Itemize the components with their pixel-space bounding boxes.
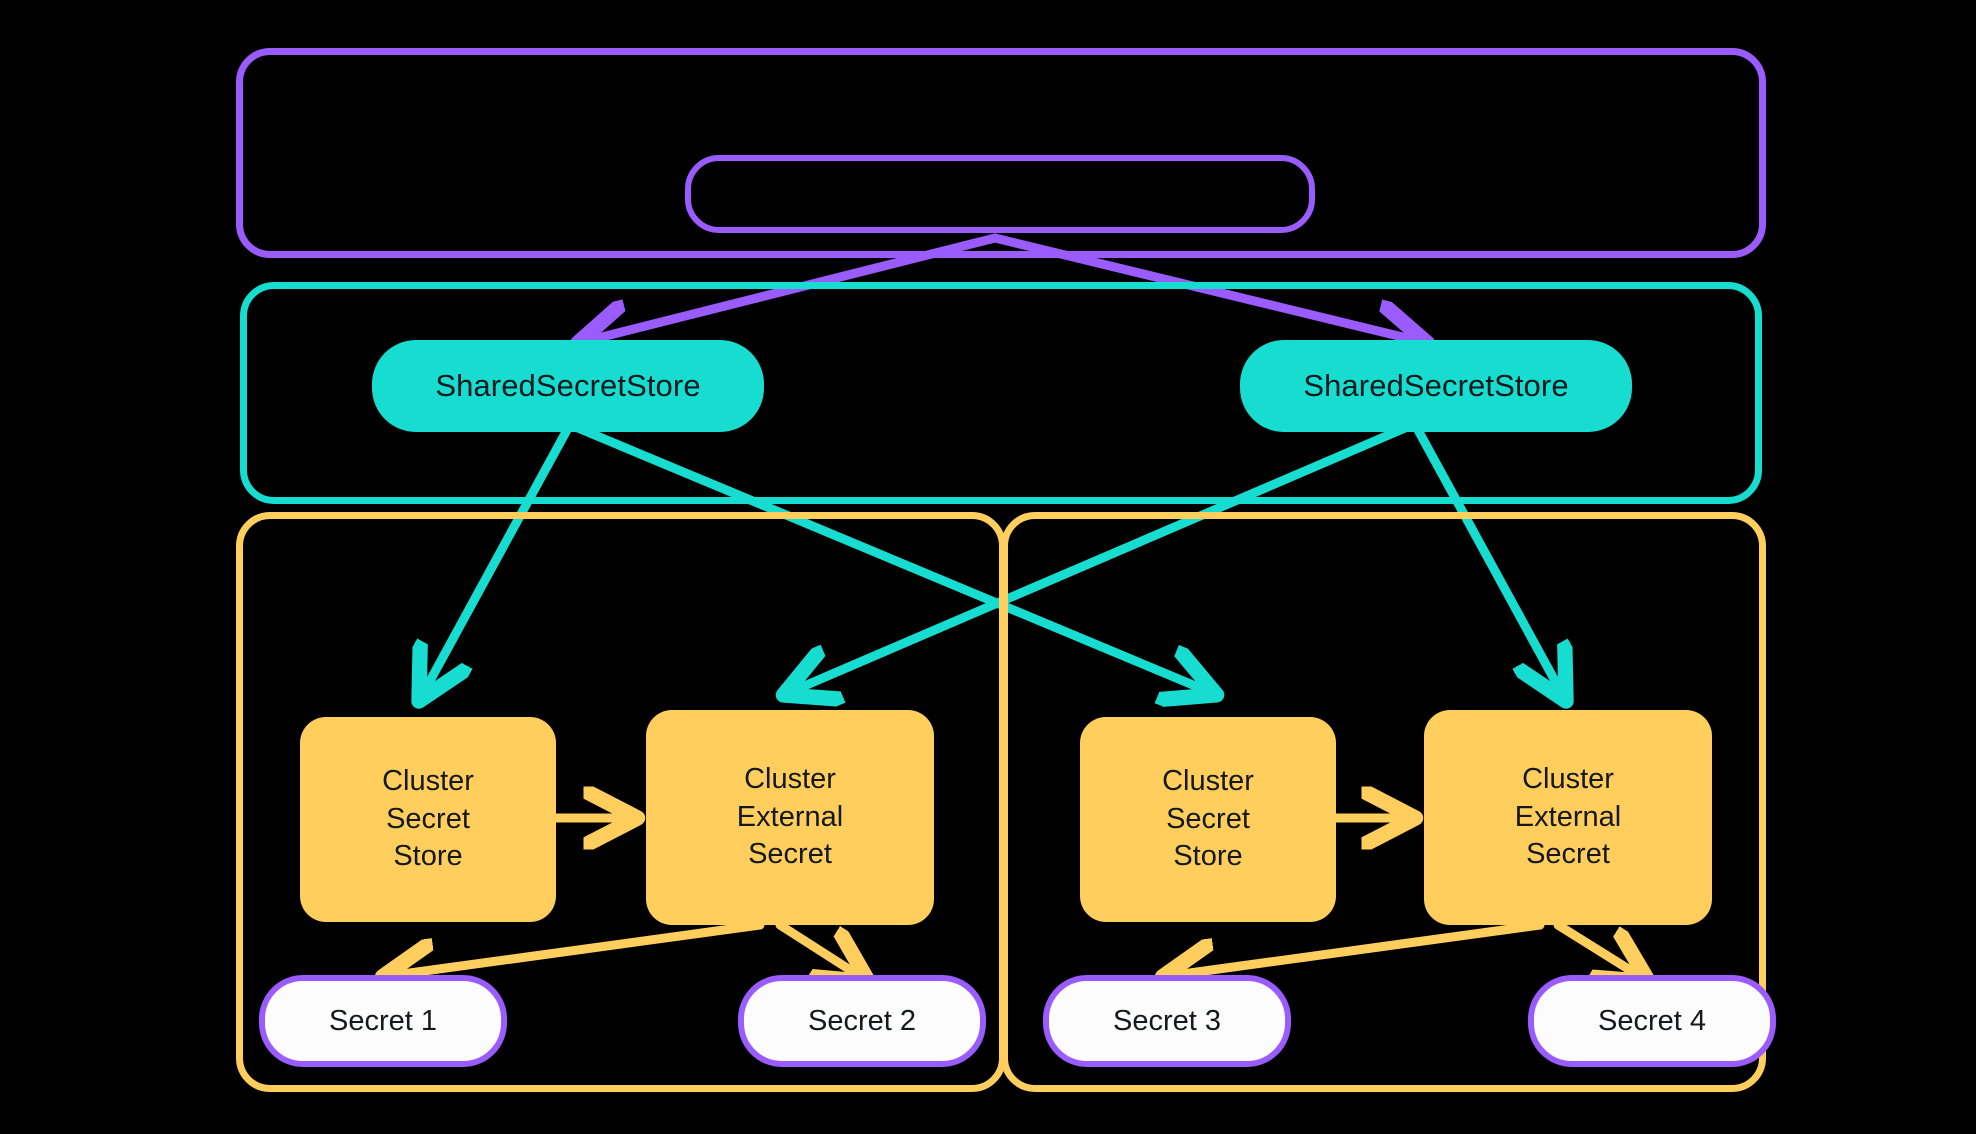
node-cluster-external-secret-left[interactable]: Cluster External Secret (646, 710, 934, 925)
node-label: Cluster Secret Store (382, 764, 474, 873)
node-secret-4[interactable]: Secret 4 (1528, 975, 1776, 1067)
node-label: Cluster External Secret (1514, 762, 1622, 871)
node-label: Secret 1 (329, 1004, 437, 1037)
node-shared-secret-store-right[interactable]: SharedSecretStore (1240, 340, 1632, 432)
container-purple-scope[interactable] (236, 48, 1766, 258)
node-secret-3[interactable]: Secret 3 (1043, 975, 1291, 1067)
node-label: SharedSecretStore (435, 368, 701, 403)
node-cluster-secret-store-right[interactable]: Cluster Secret Store (1080, 717, 1336, 922)
node-cluster-external-secret-right[interactable]: Cluster External Secret (1424, 710, 1712, 925)
node-label: Cluster External Secret (736, 762, 844, 871)
container-yellow-cluster-right[interactable] (1001, 512, 1766, 1092)
node-label: Cluster Secret Store (1162, 764, 1254, 873)
node-label: Secret 4 (1598, 1004, 1706, 1037)
node-label: SharedSecretStore (1303, 368, 1569, 403)
node-shared-secret-store-left[interactable]: SharedSecretStore (372, 340, 764, 432)
node-secret-1[interactable]: Secret 1 (259, 975, 507, 1067)
node-root[interactable] (685, 155, 1315, 233)
node-label: Secret 3 (1113, 1004, 1221, 1037)
node-secret-2[interactable]: Secret 2 (738, 975, 986, 1067)
container-teal-scope[interactable] (240, 282, 1762, 504)
node-label: Secret 2 (808, 1004, 916, 1037)
node-cluster-secret-store-left[interactable]: Cluster Secret Store (300, 717, 556, 922)
